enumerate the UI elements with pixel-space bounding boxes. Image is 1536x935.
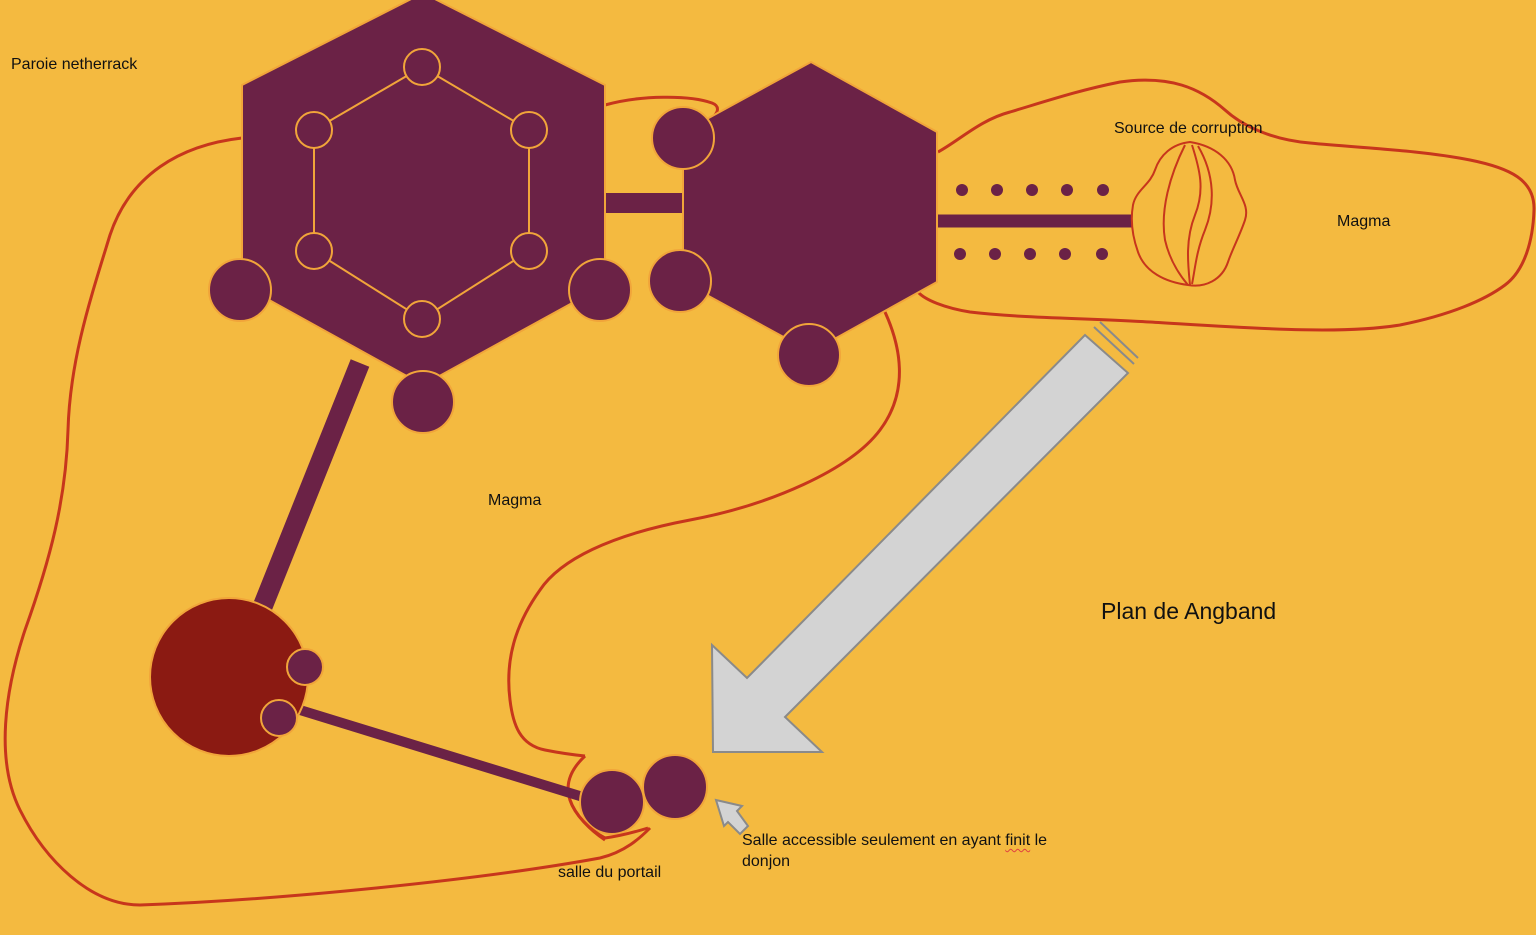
inner-pillar-bottom-left <box>295 232 333 270</box>
corridor-pillar <box>1097 184 1109 196</box>
cave-outline <box>3 136 652 907</box>
corruption-source-room <box>1130 140 1248 287</box>
inner-pillar-top-right <box>510 111 548 149</box>
corridor-pillar <box>956 184 968 196</box>
corridor-pillar <box>1061 184 1073 196</box>
magma-pool-outline <box>916 78 1536 332</box>
side-room-bottom <box>391 370 455 434</box>
corridor-pillar <box>1059 248 1071 260</box>
gate-room <box>579 769 645 835</box>
large-arrow-icon <box>710 333 1130 753</box>
corridor-pillar <box>1026 184 1038 196</box>
second-hex-room-bottom <box>777 323 841 387</box>
arrow-end-cap <box>1093 326 1135 365</box>
corridor-pillar <box>991 184 1003 196</box>
inner-pillar-bottom-right <box>510 232 548 270</box>
restricted-note-part: le donjon <box>742 832 1048 870</box>
second-hex-room-top-left <box>651 106 715 170</box>
restricted-room-note: Salle accessible seulement en ayant fini… <box>742 830 1082 872</box>
portal-room-alcove-top <box>286 648 324 686</box>
corridor-pillar <box>954 248 966 260</box>
corridor-pillar <box>1096 248 1108 260</box>
portal-room-label: salle du portail <box>558 864 662 881</box>
restricted-note-part: Salle accessible seulement en ayant <box>742 832 1006 849</box>
second-hex-room-left <box>648 249 712 313</box>
corridor-pillar <box>989 248 1001 260</box>
inner-pillar-bottom <box>403 300 441 338</box>
corridor-hex-to-portal-room <box>252 359 370 612</box>
corridor-portal-room-to-gate <box>298 705 585 802</box>
cave-inner-edge <box>507 311 901 758</box>
portal-room-alcove-bottom <box>260 699 298 737</box>
corruption-source-label: Source de corruption <box>1114 120 1263 137</box>
magma-center-label: Magma <box>488 492 542 509</box>
upper-connector <box>604 95 719 118</box>
small-arrow-icon <box>714 798 750 836</box>
restricted-note-misspelled-word: finit <box>1005 832 1031 849</box>
wall-label: Paroie netherrack <box>11 56 138 73</box>
restricted-room <box>642 754 708 820</box>
side-room-left <box>208 258 272 322</box>
inner-pillar-top <box>403 48 441 86</box>
corridor-pillar <box>1024 248 1036 260</box>
magma-right-label: Magma <box>1337 213 1391 230</box>
map-title: Plan de Angband <box>1101 598 1277 624</box>
side-room-right <box>568 258 632 322</box>
second-hexagon-room <box>682 60 938 354</box>
inner-pillar-top-left <box>295 111 333 149</box>
arrow-end-cap <box>1099 321 1139 359</box>
gate-room-boundary <box>568 799 649 840</box>
